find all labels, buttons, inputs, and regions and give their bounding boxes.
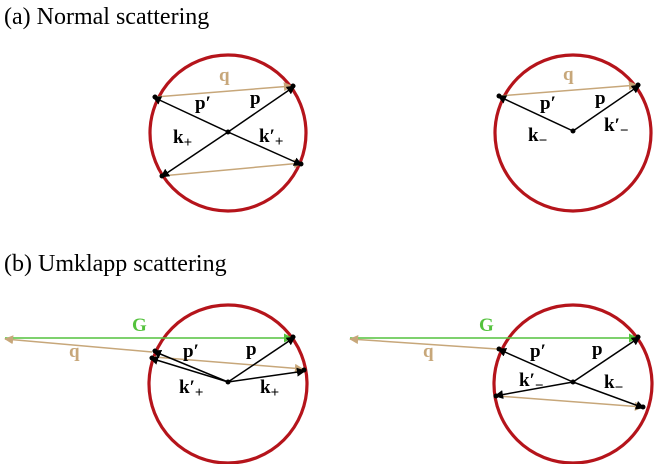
panel-umklapp-left: G q p′ p k′+ k+ (4, 303, 309, 464)
k-minus-vector (572, 381, 645, 410)
point-dot (496, 93, 502, 99)
point-dot (152, 348, 158, 354)
point-dot (159, 173, 165, 179)
k-plus-vector (160, 131, 229, 178)
point-dot (496, 346, 502, 352)
label-k-minus: k− (604, 372, 623, 396)
panel-normal-left: q p′ p k+ k′+ (148, 53, 308, 213)
label-k-minus: k− (528, 125, 547, 149)
point-dot (301, 367, 307, 373)
label-k-minus-prime: k′− (519, 370, 543, 394)
label-p-prime: p′ (540, 93, 556, 114)
label-p: p (592, 339, 603, 360)
k-minus-prime-vector (494, 381, 574, 399)
label-k-plus-prime: k′+ (259, 126, 283, 150)
heading-umklapp-scattering: (b) Umklapp scattering (4, 251, 227, 277)
label-G: G (479, 315, 494, 336)
label-q: q (219, 65, 230, 86)
q-vector-lower (153, 356, 304, 373)
q-vector-lower (497, 395, 644, 411)
q-vector (349, 335, 498, 350)
fermi-circle (492, 303, 654, 464)
fermi-circle (493, 53, 653, 213)
heading-normal-scattering: (a) Normal scattering (4, 4, 209, 30)
p-vector (572, 336, 641, 383)
point-dot (149, 355, 155, 361)
point-dot (640, 404, 646, 410)
q-vector (154, 82, 293, 98)
p-prime-vector (152, 349, 229, 383)
k-plus-prime-vector (227, 131, 303, 166)
label-p-prime: p′ (195, 93, 211, 114)
label-k-plus: k+ (173, 127, 192, 151)
label-q: q (423, 341, 434, 362)
label-p: p (246, 339, 257, 360)
panel-umklapp-right: G q p′ p k′− k− (349, 303, 654, 464)
center-dot (570, 379, 576, 385)
label-p: p (595, 88, 606, 109)
p-prime-vector (497, 348, 574, 383)
point-dot (635, 82, 641, 88)
center-dot (570, 128, 576, 134)
label-q: q (563, 64, 574, 85)
q-vector-lower (160, 159, 303, 177)
label-k-plus: k+ (260, 377, 279, 401)
point-dot (635, 334, 641, 340)
q-vector (4, 335, 153, 353)
p-vector (572, 84, 641, 132)
label-q: q (69, 341, 80, 362)
p-vector (227, 336, 296, 383)
fermi-circle (148, 53, 308, 213)
label-k-minus-prime: k′− (604, 115, 628, 139)
point-dot (152, 94, 158, 100)
k-plus-vector (227, 367, 306, 383)
p-vector (227, 85, 296, 133)
panel-normal-right: q p′ p k− k′− (493, 53, 653, 213)
fermi-circle (147, 303, 309, 464)
point-dot (493, 393, 499, 399)
p-prime-vector (152, 96, 229, 133)
point-dot (298, 161, 304, 167)
k-plus-prime-vector (149, 356, 229, 383)
point-dot (290, 83, 296, 89)
label-k-plus-prime: k′+ (179, 377, 203, 401)
label-p-prime: p′ (183, 341, 199, 362)
center-dot (225, 379, 231, 385)
q-vector (498, 81, 638, 97)
label-p-prime: p′ (530, 341, 546, 362)
point-dot (290, 334, 296, 340)
p-prime-vector (497, 95, 574, 132)
label-p: p (250, 88, 261, 109)
center-dot (225, 129, 231, 135)
label-G: G (132, 315, 147, 336)
